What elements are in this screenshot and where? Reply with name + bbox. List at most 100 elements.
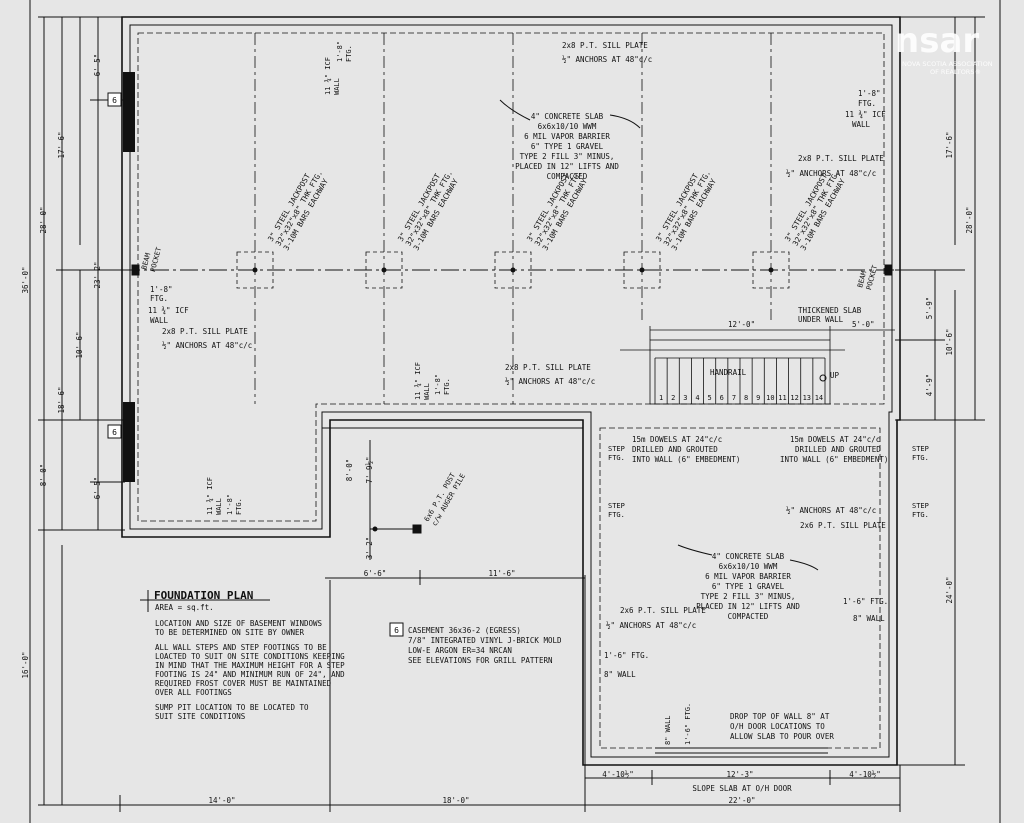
drop-wall-line3: ALLOW SLAB TO POUR OVER [730,732,834,741]
watermark-logo: nsar [895,21,979,61]
sill-plate-top: 2x8 P.T. SILL PLATE [562,41,648,50]
step-ftg-1-line2: FTG. [608,454,625,462]
top-labels: 2x8 P.T. SILL PLATE ½" ANCHORS AT 48"c/c [562,41,652,64]
dim-left-16-0: 16'-0" [21,651,30,678]
window-schedule-line2: 7/8" INTEGRATED VINYL J-BRICK MOLD [408,636,562,645]
right-dim-texts: 17'-6" 28'-0" 5'-9" 10'-6" 4'-9" 24'-0" [925,131,974,603]
dim-left-6-5-a: 6'-5" [93,54,102,77]
note-line-4: LOACTED TO SUIT ON SITE CONDITIONS KEEPI… [155,652,345,661]
dowels-right-line2: DRILLED AND GROUTED [795,445,881,454]
garage-slab-line4: 6" TYPE 1 GRAVEL [712,582,785,591]
dim-right-10-6: 10'-6" [945,328,954,355]
plan-title: FOUNDATION PLAN [154,589,253,602]
door-ftg-label: 1'-6" FTG. [684,703,692,745]
right-upper-labels: 1'-8" FTG. 11 ¾" ICF WALL 2x8 P.T. SILL … [786,89,886,178]
left-dimension-lines [38,16,125,806]
window-schedule-line3: LOW-E ARGON ER=34 NRCAN [408,646,512,655]
garage-slab-note: 4" CONCRETE SLAB 6x6x10/10 WWM 6 MIL VAP… [696,552,800,621]
note-line-3: ALL WALL STEPS AND STEP FOOTINGS TO BE [155,643,327,652]
note-line-6: FOOTING IS 24" AND MINIMUM RUN OF 24", A… [155,670,345,679]
drop-wall-line1: DROP TOP OF WALL 8" AT [730,712,830,721]
left-middle-labels: 1'-8" FTG. 11 ¾" ICF WALL 2x8 P.T. SILL … [148,285,252,350]
garage-door-opening [655,747,828,754]
dim-left-10-6: 10'-6" [75,331,84,358]
ftg-mid-dim: 1'-8" [434,374,442,395]
ftg-top-label: FTG. [345,45,353,62]
right-ftg-label: FTG. [858,99,876,108]
dowels-left-line1: 15m DOWELS AT 24"c/c [632,435,722,444]
stair-number: 1 [659,394,663,402]
dim-bot-14-0: 14'-0" [208,796,235,805]
step-ftg-4-line2: FTG. [912,511,929,519]
ftg-top-dim: 1'-8" [336,41,344,62]
stair-number: 14 [815,394,823,402]
window-tag-upper: 6 [112,96,117,105]
dim-mid-8-0: 8'-0" [345,459,354,482]
icf-mid-label: 11 ¾" ICF [414,362,422,400]
left-dim-texts: 6'-5" 17'-6" 28'-0" 36'-0" 23'-2" 10'-6"… [21,54,102,679]
stair-up-label: UP [830,371,840,380]
mid-anchors: ½" ANCHORS AT 48"c/c [505,377,595,386]
garage-wall-left: 8" WALL [604,670,636,679]
right-anchors: ½" ANCHORS AT 48"c/c [786,169,876,178]
dim-left-6-5-b: 6'-5" [93,477,102,500]
handrail-label: HANDRAIL [710,368,747,377]
garage-ftg-left: 1'-6" FTG. [604,651,649,660]
window-tags [107,92,404,637]
basement-windows [123,72,135,482]
watermark-association: NOVA SCOTIA ASSOCIATION [902,60,993,68]
icf-top-wall: WALL [333,78,341,95]
window-schedule: CASEMENT 36x36-2 (EGRESS) 7/8" INTEGRATE… [408,626,562,665]
garage-dowel-labels: 15m DOWELS AT 24"c/c DRILLED AND GROUTED… [632,435,888,464]
stair-number: 5 [708,394,712,402]
thickened-slab-line2: UNDER WALL [798,315,844,324]
dowels-left-line3: INTO WALL (6" EMBEDMENT) [632,455,740,464]
bottom-dimension-lines [119,440,901,812]
dowels-left-line2: DRILLED AND GROUTED [632,445,718,454]
icf-top-left: 11 ¾" ICF WALL 1'-8" FTG. [324,41,353,95]
left-anchors: ½" ANCHORS AT 48"c/c [162,341,252,350]
garage-anchors-right: ½" ANCHORS AT 48"c/c [786,506,876,515]
ftg-mid-label: FTG. [443,378,451,395]
dim-bot-12-3: 12'-3" [726,770,753,779]
mid-sill-plate: 2x8 P.T. SILL PLATE [505,363,591,372]
step-ftg-2-line2: FTG. [608,511,625,519]
main-slab-note: 4" CONCRETE SLAB 6x6x10/10 WWM 6 MIL VAP… [515,112,619,181]
note-line-2: TO BE DETERMINED ON SITE BY OWNER [155,628,304,637]
note-line-9: SUMP PIT LOCATION TO BE LOCATED TO [155,703,309,712]
right-icf-label: 11 ¾" ICF [845,110,886,119]
garage-slab-line3: 6 MIL VAPOR BARRIER [705,572,791,581]
stair-number: 8 [744,394,748,402]
right-dimension-lines [895,16,985,766]
main-slab-line7: COMPACTED [547,172,588,181]
main-slab-line5: TYPE 2 FILL 3" MINUS, [520,152,615,161]
garage-sill-left: 2x6 P.T. SILL PLATE [620,606,706,615]
garage-slab-line2: 6x6x10/10 WWM [719,562,778,571]
garage-wall-right: 8" WALL [853,614,885,623]
window-tag-legend: 6 [394,626,399,635]
left-ftg-label: FTG. [150,294,168,303]
icf-mid-wall: WALL [423,383,431,400]
main-slab-line6: PLACED IN 12" LIFTS AND [515,162,619,171]
main-slab-line2: 6x6x10/10 WWM [538,122,597,131]
icf-top-label: 11 ¾" ICF [324,57,332,95]
dowels-right-line1: 15m DOWELS AT 24"c/c [790,435,880,444]
dim-left-17-6: 17'-6" [57,131,66,158]
garage-anchors-left: ½" ANCHORS AT 48"c/c [606,621,696,630]
anchors-top: ½" ANCHORS AT 48"c/c [562,55,652,64]
garage-door-wall-labels: 8" WALL 1'-6" FTG. [664,703,692,745]
realtor-watermark: nsar NOVA SCOTIA ASSOCIATION OF REALTORS… [895,21,993,76]
post-pile [370,524,422,534]
slope-slab-label: SLOPE SLAB AT O/H DOOR [692,784,792,793]
dim-mid-3-2: 3'-2" [365,537,374,560]
dim-left-36-0: 36'-0" [21,266,30,293]
drawing-frame [29,0,1001,823]
stair-dim-12: 12'-0" [728,320,755,329]
ftg-low-label: FTG. [235,498,243,515]
stair-number: 9 [756,394,760,402]
icf-low-label: 11 ¾" ICF [206,477,214,515]
stair-up-marker [819,374,827,382]
stair-number: 10 [766,394,774,402]
dim-left-8-0: 8'-0" [39,464,48,487]
